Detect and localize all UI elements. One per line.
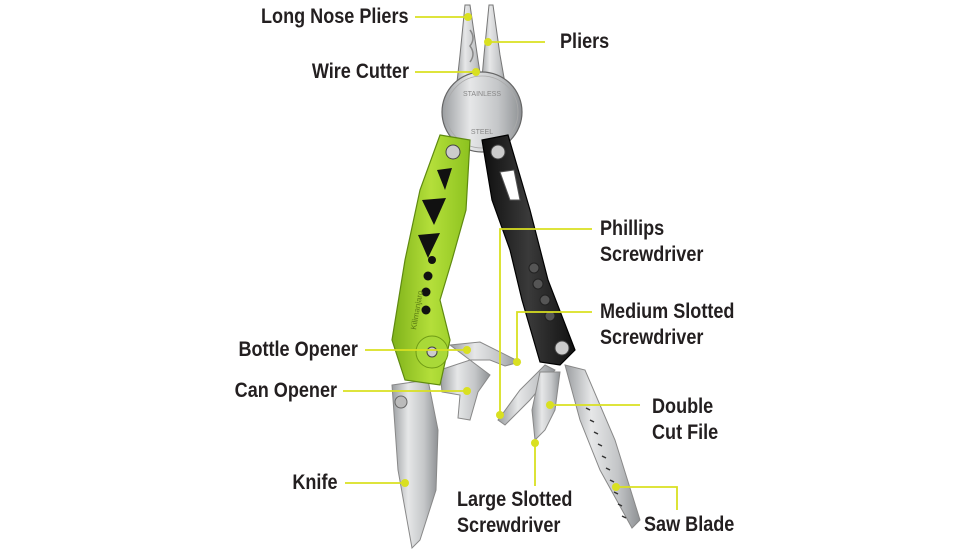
label-saw-blade: Saw Blade <box>644 513 735 536</box>
stamp-steel: STEEL <box>471 129 493 136</box>
label-knife: Knife <box>291 471 337 494</box>
stamp-stainless: STAINLESS <box>463 91 501 98</box>
saw-blade-tool <box>564 364 641 529</box>
label-pliers: Pliers <box>560 30 610 53</box>
black-handle <box>481 134 576 366</box>
label-long-nose-pliers: Long Nose Pliers <box>261 5 409 28</box>
label-can-opener: Can Opener <box>234 379 337 402</box>
leader-lines <box>343 13 678 510</box>
bottle-opener-tool <box>448 341 522 367</box>
pivot-disc: STAINLESS STEEL <box>441 71 523 153</box>
file-tool <box>531 371 561 442</box>
label-wire-cutter: Wire Cutter <box>311 60 409 83</box>
green-handle: Kilimanjaro <box>391 134 471 386</box>
label-bottle-opener: Bottle Opener <box>238 338 358 361</box>
